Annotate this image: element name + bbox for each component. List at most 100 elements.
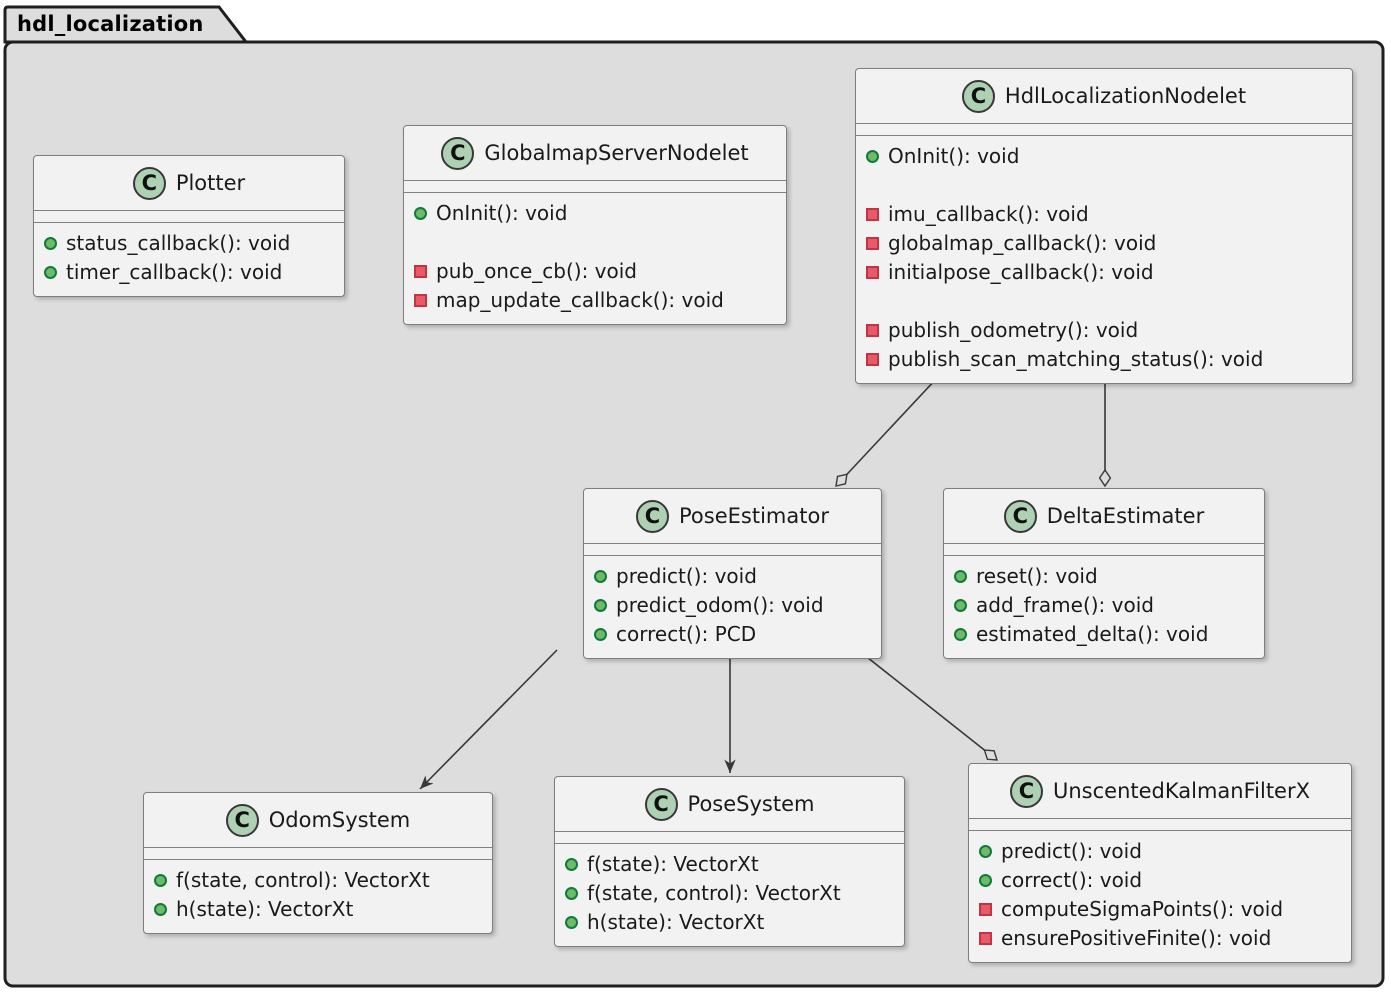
class-plotter: C Plotter status_callback(): void timer_c…: [33, 155, 345, 297]
class-title: C GlobalmapServerNodelet: [404, 126, 786, 180]
public-method-icon: [954, 599, 967, 612]
method-label: predict(): void: [1001, 839, 1142, 863]
method-row: ensurePositiveFinite(): void: [979, 924, 1339, 953]
method-row: map_update_callback(): void: [414, 286, 774, 315]
public-method-icon: [414, 207, 427, 220]
private-method-icon: [414, 294, 427, 307]
public-method-icon: [154, 874, 167, 887]
methods-compartment: f(state, control): VectorXt h(state): Vec…: [144, 860, 492, 933]
class-icon: C: [1003, 499, 1037, 533]
method-row: predict_odom(): void: [594, 591, 869, 620]
methods-compartment: predict(): void predict_odom(): void corre…: [584, 556, 881, 658]
public-method-icon: [44, 237, 57, 250]
private-method-icon: [866, 266, 879, 279]
class-icon: C: [636, 499, 670, 533]
method-label: add_frame(): void: [976, 593, 1154, 617]
method-row: publish_scan_matching_status(): void: [866, 345, 1340, 374]
method-row: correct(): PCD: [594, 620, 869, 649]
class-title: C Plotter: [34, 156, 344, 210]
fields-compartment: [144, 847, 492, 860]
method-label: estimated_delta(): void: [976, 622, 1209, 646]
class-title: C HdlLocalizationNodelet: [856, 69, 1352, 123]
private-method-icon: [414, 265, 427, 278]
class-name: PoseEstimator: [679, 504, 829, 528]
member-spacer: [866, 171, 1340, 200]
method-label: f(state, control): VectorXt: [587, 881, 841, 905]
method-row: correct(): void: [979, 866, 1339, 895]
class-name: PoseSystem: [687, 792, 815, 816]
fields-compartment: [584, 543, 881, 556]
class-name: HdlLocalizationNodelet: [1004, 84, 1247, 108]
public-method-icon: [154, 903, 167, 916]
class-globalmap-server-nodelet: C GlobalmapServerNodelet OnInit(): void …: [403, 125, 787, 325]
class-name: OdomSystem: [268, 808, 411, 832]
method-label: computeSigmaPoints(): void: [1001, 897, 1284, 921]
method-label: predict_odom(): void: [616, 593, 824, 617]
method-label: ensurePositiveFinite(): void: [1001, 926, 1272, 950]
method-label: h(state): VectorXt: [587, 910, 765, 934]
class-odom-system: C OdomSystem f(state, control): VectorXt…: [143, 792, 493, 934]
methods-compartment: status_callback(): void timer_callback():…: [34, 223, 344, 296]
class-unscented-kalman-filter-x: C UnscentedKalmanFilterX predict(): void…: [968, 763, 1352, 963]
method-label: f(state): VectorXt: [587, 852, 759, 876]
method-row: f(state, control): VectorXt: [565, 879, 892, 908]
method-row: computeSigmaPoints(): void: [979, 895, 1339, 924]
private-method-icon: [979, 932, 992, 945]
class-title: C PoseEstimator: [584, 489, 881, 543]
methods-compartment: reset(): void add_frame(): void estimated_…: [944, 556, 1264, 658]
public-method-icon: [565, 887, 578, 900]
method-label: f(state, control): VectorXt: [176, 868, 430, 892]
methods-compartment: f(state): VectorXt f(state, control): Vec…: [555, 844, 904, 946]
method-row: OnInit(): void: [866, 142, 1340, 171]
method-label: timer_callback(): void: [66, 260, 283, 284]
method-row: h(state): VectorXt: [154, 895, 480, 924]
public-method-icon: [594, 599, 607, 612]
public-method-icon: [594, 628, 607, 641]
fields-compartment: [404, 180, 786, 193]
private-method-icon: [866, 353, 879, 366]
public-method-icon: [565, 916, 578, 929]
public-method-icon: [866, 150, 879, 163]
public-method-icon: [979, 874, 992, 887]
private-method-icon: [866, 237, 879, 250]
class-name: UnscentedKalmanFilterX: [1052, 779, 1310, 803]
private-method-icon: [866, 324, 879, 337]
class-name: Plotter: [175, 171, 246, 195]
method-label: predict(): void: [616, 564, 757, 588]
fields-compartment: [34, 210, 344, 223]
method-label: reset(): void: [976, 564, 1098, 588]
private-method-icon: [979, 903, 992, 916]
method-row: estimated_delta(): void: [954, 620, 1252, 649]
member-spacer: [414, 228, 774, 257]
method-row: predict(): void: [979, 837, 1339, 866]
public-method-icon: [979, 845, 992, 858]
fields-compartment: [944, 543, 1264, 556]
class-icon: C: [132, 166, 166, 200]
edge-hdl-to-poseestimator: [835, 377, 938, 487]
class-icon: C: [961, 79, 995, 113]
fields-compartment: [555, 831, 904, 844]
public-method-icon: [954, 570, 967, 583]
package-name: hdl_localization: [17, 12, 204, 36]
method-label: pub_once_cb(): void: [436, 259, 637, 283]
class-title: C DeltaEstimater: [944, 489, 1264, 543]
public-method-icon: [594, 570, 607, 583]
method-row: add_frame(): void: [954, 591, 1252, 620]
method-label: initialpose_callback(): void: [888, 260, 1154, 284]
method-row: initialpose_callback(): void: [866, 258, 1340, 287]
public-method-icon: [565, 858, 578, 871]
private-method-icon: [866, 208, 879, 221]
method-row: status_callback(): void: [44, 229, 332, 258]
method-label: publish_scan_matching_status(): void: [888, 347, 1264, 371]
method-label: publish_odometry(): void: [888, 318, 1139, 342]
method-label: correct(): PCD: [616, 622, 757, 646]
method-row: f(state): VectorXt: [565, 850, 892, 879]
class-title: C PoseSystem: [555, 777, 904, 831]
method-label: status_callback(): void: [66, 231, 291, 255]
edge-poseestimator-to-odomsystem: [419, 649, 558, 790]
class-icon: C: [1009, 774, 1043, 808]
public-method-icon: [954, 628, 967, 641]
